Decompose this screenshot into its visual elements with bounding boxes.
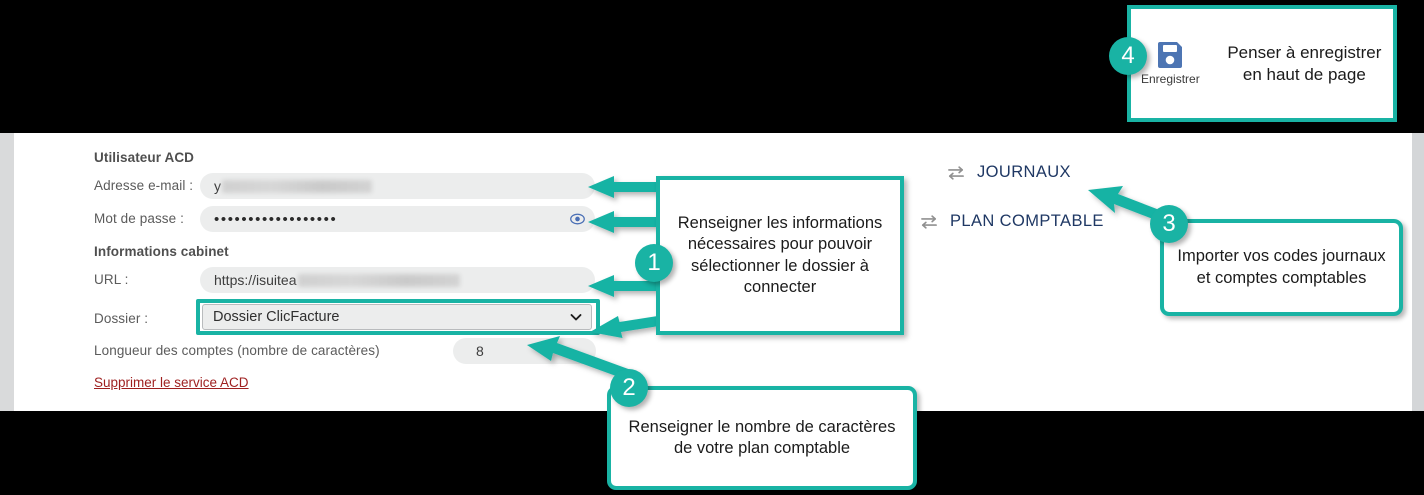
callout-3-text: Importer vos codes journaux et comptes c… <box>1177 247 1386 287</box>
url-redaction-mask <box>297 273 460 287</box>
annotation-arrows-1 <box>588 176 666 338</box>
account-length-value: 8 <box>476 343 484 359</box>
eye-icon[interactable] <box>570 212 585 227</box>
acd-settings-form: Utilisateur ACD Adresse e-mail : y Mot d… <box>0 133 1424 411</box>
callout-2-number: 2 <box>622 374 636 401</box>
action-link-plan-comptable-label: PLAN COMPTABLE <box>950 212 1104 230</box>
dossier-selected-value: Dossier ClicFacture <box>213 309 340 325</box>
email-value: y <box>214 178 221 194</box>
account-length-label: Longueur des comptes (nombre de caractèr… <box>94 343 380 358</box>
save-button[interactable]: Enregistrer <box>1141 39 1200 87</box>
exchange-icon <box>946 165 966 181</box>
callout-4-text: Penser à enregistrer en haut de page <box>1227 43 1382 84</box>
callout-2-badge: 2 <box>610 369 648 407</box>
callout-2: Renseigner le nombre de caractères de vo… <box>607 386 917 490</box>
callout-1: Renseigner les informations nécessaires … <box>656 176 904 335</box>
callout-2-text: Renseigner le nombre de caractères de vo… <box>628 417 896 457</box>
chevron-down-icon[interactable] <box>570 311 582 323</box>
action-link-journaux[interactable]: JOURNAUX <box>946 163 1071 182</box>
password-value: •••••••••••••••••• <box>214 211 338 227</box>
action-link-journaux-label: JOURNAUX <box>977 163 1071 181</box>
dossier-select[interactable]: Dossier ClicFacture <box>202 304 592 330</box>
url-label: URL : <box>94 272 129 287</box>
password-label: Mot de passe : <box>94 211 184 226</box>
callout-4-badge: 4 <box>1109 37 1147 75</box>
callout-1-text: Renseigner les informations nécessaires … <box>677 214 883 296</box>
callout-3-number: 3 <box>1162 210 1176 237</box>
callout-3-badge: 3 <box>1150 205 1188 243</box>
url-value: https://isuitea <box>214 272 297 288</box>
annotation-arrow-2 <box>527 336 631 380</box>
exchange-icon <box>919 214 939 230</box>
left-scroll-gutter[interactable] <box>0 133 14 411</box>
password-field[interactable]: •••••••••••••••••• <box>200 206 595 232</box>
action-link-plan-comptable[interactable]: PLAN COMPTABLE <box>919 212 1104 231</box>
email-label: Adresse e-mail : <box>94 178 194 193</box>
email-redaction-mask <box>222 179 372 193</box>
dossier-label: Dossier : <box>94 311 149 326</box>
floppy-save-icon <box>1155 39 1185 69</box>
url-field[interactable]: https://isuitea <box>200 267 595 293</box>
email-field[interactable]: y <box>200 173 595 199</box>
delete-service-link[interactable]: Supprimer le service ACD <box>94 375 249 390</box>
callout-4: Enregistrer Penser à enregistrer en haut… <box>1127 5 1397 122</box>
section-heading-user: Utilisateur ACD <box>94 150 195 165</box>
callout-4-number: 4 <box>1121 42 1135 69</box>
callout-3: Importer vos codes journaux et comptes c… <box>1160 219 1403 316</box>
section-heading-cabinet: Informations cabinet <box>94 244 229 259</box>
callout-1-badge: 1 <box>635 244 673 282</box>
callout-1-number: 1 <box>647 249 661 276</box>
save-button-label: Enregistrer <box>1141 72 1200 87</box>
right-scrollbar[interactable] <box>1412 133 1424 411</box>
